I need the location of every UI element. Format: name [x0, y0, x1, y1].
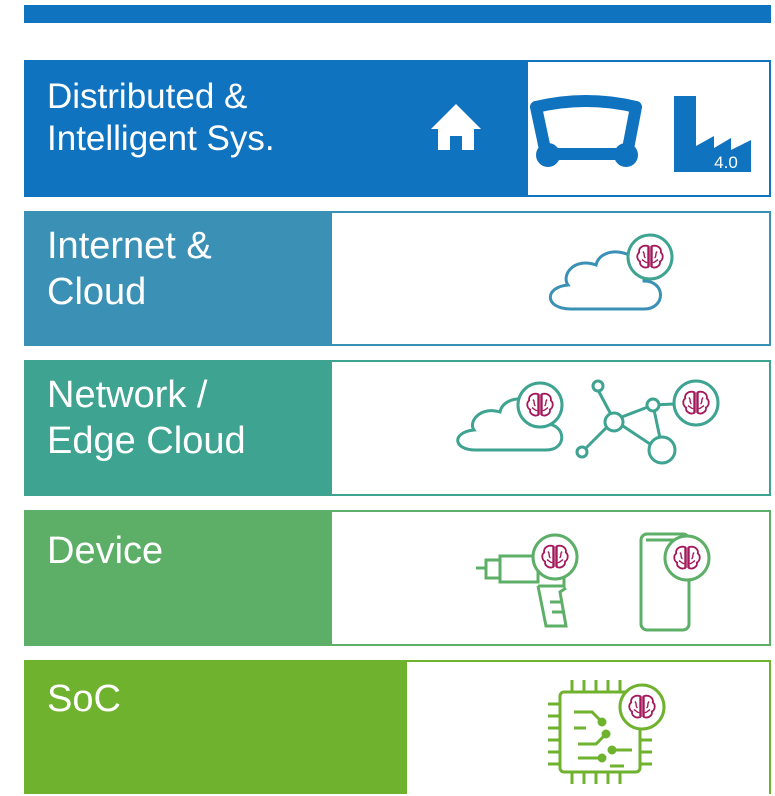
ai-cloud-icon [548, 233, 674, 311]
layer-soc: SoC [24, 660, 771, 794]
layer-label: Device [26, 512, 332, 644]
vehicle-icon [530, 95, 642, 167]
ai-chip-icon [548, 680, 666, 784]
layer-network-edge-cloud: Network / Edge Cloud [24, 360, 771, 496]
layer-distributed-systems: Distributed & Intelligent Sys. 4.0 [24, 60, 771, 197]
layer-label: SoC [26, 662, 407, 794]
smart-home-icon [413, 83, 499, 167]
ai-edge-cloud-icon [456, 381, 564, 452]
layer-label: Network / Edge Cloud [26, 362, 332, 494]
industry-4-0-icon: 4.0 [674, 96, 751, 172]
ai-smartphone-icon [639, 532, 711, 632]
ai-network-icon [575, 379, 720, 465]
layer-device: Device [24, 510, 771, 646]
industry-badge: 4.0 [714, 153, 738, 172]
layer-label: Internet & Cloud [26, 213, 332, 344]
ai-drill-icon [476, 533, 579, 628]
layer-internet-cloud: Internet & Cloud [24, 211, 771, 346]
top-bar [24, 5, 771, 23]
